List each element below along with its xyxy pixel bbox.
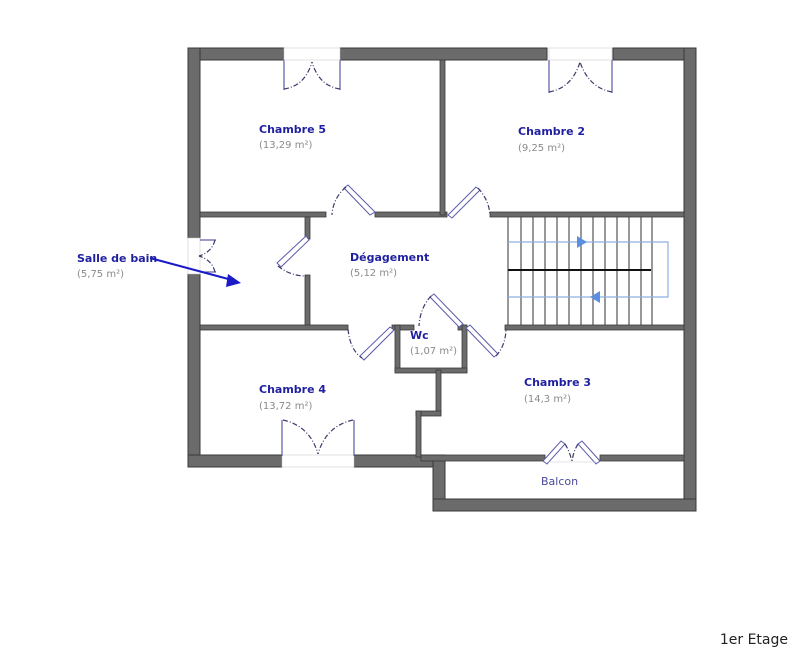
room-name-balcon: Balcon: [541, 475, 578, 488]
room-area-wc: (1,07 m²): [410, 346, 457, 357]
doors: [187, 47, 613, 468]
stair-down-arrow-icon: [590, 291, 600, 303]
window-salle-de-bain: [187, 237, 216, 275]
room-name-chambre3: Chambre 3: [524, 376, 591, 389]
room-area-chambre5: (13,29 m²): [259, 140, 312, 151]
floor-label: 1er Etage: [719, 632, 788, 648]
window-chambre4: [281, 419, 355, 468]
room-area-salle-de-bain: (5,75 m²): [77, 269, 124, 280]
stair-up-arrow-icon: [577, 236, 587, 248]
room-name-wc: Wc: [410, 329, 429, 342]
window-chambre2: [548, 47, 613, 93]
room-name-chambre2: Chambre 2: [518, 125, 585, 138]
pointer-arrow-icon: [226, 274, 241, 287]
room-name-chambre5: Chambre 5: [259, 123, 326, 136]
room-labels: Chambre 5 (13,29 m²) Chambre 2 (9,25 m²)…: [77, 123, 591, 488]
room-area-chambre2: (9,25 m²): [518, 143, 565, 154]
room-name-chambre4: Chambre 4: [259, 383, 326, 396]
staircase: [507, 217, 669, 325]
room-area-degagement: (5,12 m²): [350, 268, 397, 279]
door-chambre4: [347, 326, 395, 361]
salle-de-bain-pointer: [149, 257, 241, 287]
door-salle-de-bain: [276, 235, 310, 277]
door-chambre3: [465, 324, 507, 358]
room-area-chambre4: (13,72 m²): [259, 401, 312, 412]
room-name-salle-de-bain: Salle de bain: [77, 252, 157, 265]
interior-walls: [199, 59, 685, 462]
door-balcon: [542, 440, 601, 465]
door-chambre2: [447, 186, 491, 219]
window-chambre5: [283, 47, 341, 90]
door-wc: [418, 293, 464, 328]
door-chambre5: [331, 184, 376, 216]
room-area-chambre3: (14,3 m²): [524, 394, 571, 405]
room-name-degagement: Dégagement: [350, 251, 429, 264]
